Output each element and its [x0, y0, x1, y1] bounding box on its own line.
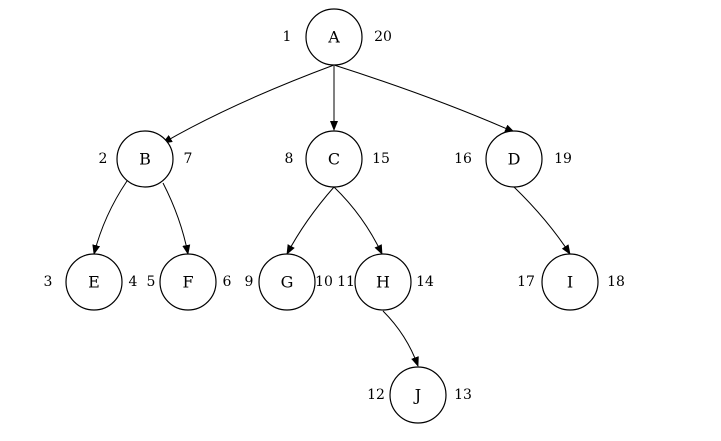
edge-c-h [333, 186, 383, 255]
node-h-discovery-time: 11 [337, 274, 355, 290]
edge-h-j [382, 310, 419, 367]
edge-b-e [92, 180, 128, 255]
node-g-label: G [281, 273, 294, 292]
node-d: D 16 19 [454, 130, 572, 188]
node-b-circle [116, 130, 174, 188]
node-f-label: F [182, 273, 193, 292]
node-c-finish-time: 15 [372, 151, 390, 167]
node-f-finish-time: 6 [223, 274, 232, 290]
node-e: E 3 4 [44, 253, 138, 311]
node-c-label: C [328, 150, 340, 169]
edges-group [92, 64, 571, 367]
node-e-discovery-time: 3 [44, 274, 53, 290]
node-i-finish-time: 18 [607, 274, 625, 290]
edge-c-g [286, 186, 335, 255]
node-b-discovery-time: 2 [99, 151, 108, 167]
node-j: J 12 13 [367, 366, 472, 424]
node-a: A 1 20 [283, 8, 392, 66]
edge-a-b [162, 64, 335, 144]
node-d-label: D [508, 150, 521, 169]
node-g: G 9 10 [245, 253, 333, 311]
node-e-finish-time: 4 [129, 274, 138, 290]
node-i-label: I [567, 273, 573, 292]
node-f-circle [159, 253, 217, 311]
node-j-finish-time: 13 [454, 387, 472, 403]
node-i-circle [541, 253, 599, 311]
node-a-discovery-time: 1 [283, 29, 292, 45]
node-d-circle [485, 130, 543, 188]
node-g-circle [258, 253, 316, 311]
edge-a-d [333, 64, 515, 133]
node-f: F 5 6 [147, 253, 232, 311]
node-a-finish-time: 20 [374, 29, 392, 45]
node-f-discovery-time: 5 [147, 274, 156, 290]
node-h-label: H [376, 273, 390, 292]
node-c-circle [305, 130, 363, 188]
node-c: C 8 15 [285, 130, 390, 188]
edge-d-i [513, 186, 571, 255]
node-j-label: J [413, 386, 421, 405]
node-b-finish-time: 7 [184, 151, 193, 167]
node-h-finish-time: 14 [416, 274, 434, 290]
node-e-label: E [88, 273, 100, 292]
node-g-discovery-time: 9 [245, 274, 254, 290]
node-b: B 2 7 [99, 130, 193, 188]
node-d-finish-time: 19 [554, 151, 572, 167]
node-j-discovery-time: 12 [367, 387, 385, 403]
node-e-circle [65, 253, 123, 311]
node-b-label: B [139, 150, 151, 169]
node-i: I 17 18 [517, 253, 625, 311]
node-c-discovery-time: 8 [285, 151, 294, 167]
node-j-circle [389, 366, 447, 424]
node-i-discovery-time: 17 [517, 274, 535, 290]
node-h: H 11 14 [337, 253, 434, 311]
node-a-label: A [327, 28, 340, 47]
edge-b-f [162, 182, 191, 255]
node-a-circle [305, 8, 363, 66]
node-g-finish-time: 10 [315, 274, 333, 290]
node-h-circle [354, 253, 412, 311]
node-d-discovery-time: 16 [454, 151, 472, 167]
